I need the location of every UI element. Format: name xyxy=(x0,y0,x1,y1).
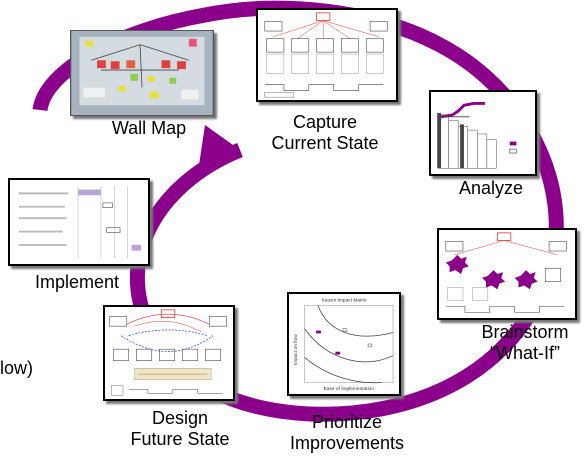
stage-label-analyze: Analyze xyxy=(446,178,536,199)
implement-label: Implement xyxy=(34,272,120,292)
brainstorm-map-image xyxy=(437,228,577,320)
prioritize-label-line2: Improvements xyxy=(289,433,405,453)
matrix-ylabel: Impact on flow xyxy=(293,334,299,365)
matrix-title: Kaizen Impact Matrix xyxy=(322,298,367,304)
implement-gantt-image xyxy=(8,178,150,266)
analyze-label: Analyze xyxy=(458,178,524,198)
brainstorm-label-line2: “What-If” xyxy=(490,343,560,363)
matrix-xlabel: Ease of Implementation xyxy=(324,386,375,392)
capture-label-line2: Current State xyxy=(271,133,379,153)
cutoff-text: low) xyxy=(0,358,34,378)
stage-label-wall-map: Wall Map xyxy=(94,118,204,139)
stage-label-implement: Implement xyxy=(22,272,132,293)
design-label-line1: Design xyxy=(151,408,209,428)
stage-label-capture-current-state: Capture Current State xyxy=(250,112,400,154)
future-state-map-image xyxy=(103,305,235,401)
brainstorm-label-line1: Brainstorm xyxy=(481,322,569,342)
stage-label-prioritize: Prioritize Improvements xyxy=(272,412,422,454)
stage-label-brainstorm: Brainstorm “What-If” xyxy=(466,322,584,364)
design-label-line2: Future State xyxy=(130,429,230,449)
prioritize-label-line1: Prioritize xyxy=(311,412,382,432)
wall-map-label: Wall Map xyxy=(111,118,187,138)
analyze-chart-image xyxy=(429,90,537,176)
kaizen-matrix-image: Kaizen Impact Matrix Impact on flow Ease… xyxy=(287,292,401,396)
stage-label-design: Design Future State xyxy=(110,408,250,450)
cycle-arrowhead xyxy=(198,125,240,172)
capture-label-line1: Capture xyxy=(292,112,358,132)
wall-map-image xyxy=(70,30,214,116)
current-state-map-image xyxy=(256,8,398,102)
